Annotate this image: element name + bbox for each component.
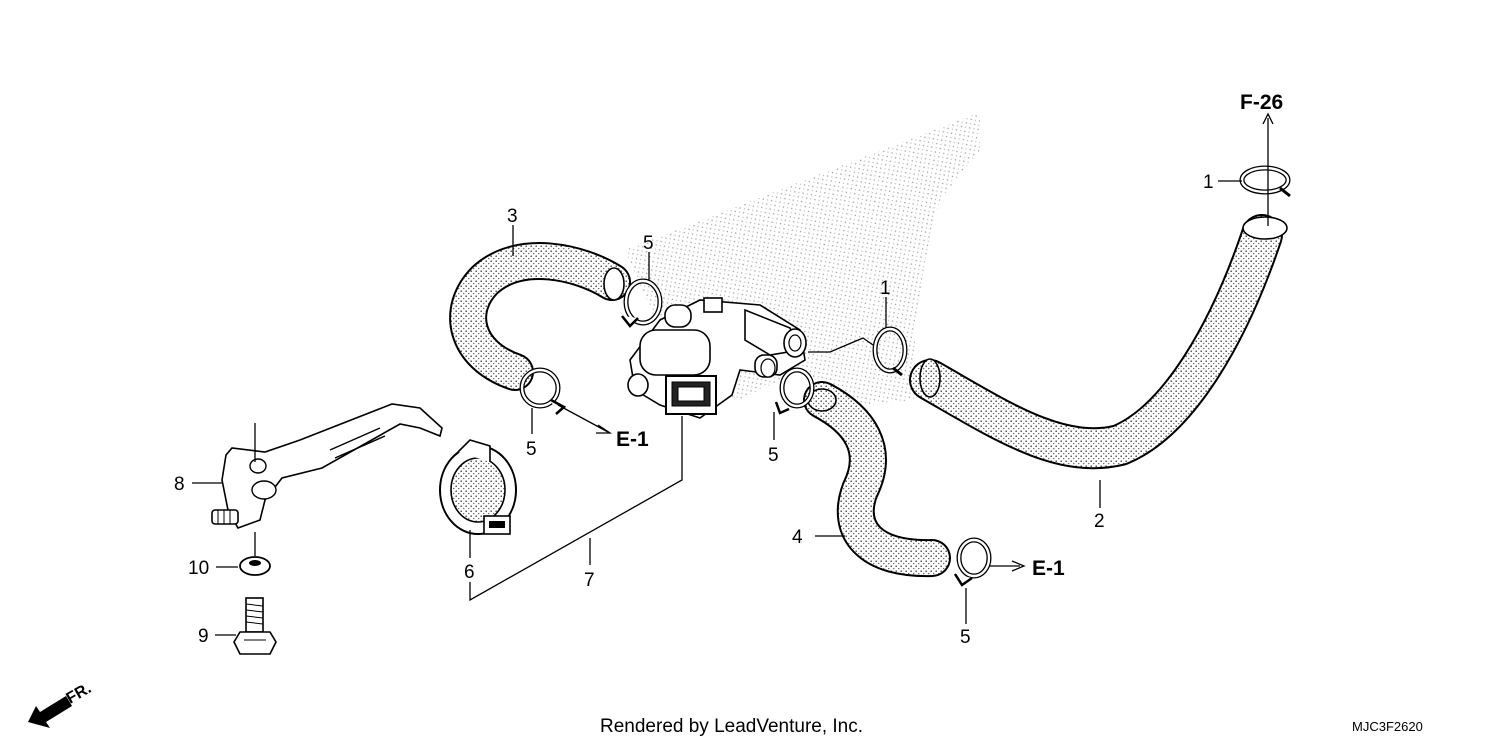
callout-1-mid: 1 [880,278,891,299]
callout-9: 9 [198,626,209,647]
callout-8: 8 [174,474,185,495]
front-direction-arrow: FR. [28,680,94,728]
clamp-5-top [621,278,663,328]
footer-credit: Rendered by LeadVenture, Inc. [600,716,863,737]
callout-7: 7 [584,570,595,591]
ref-f26[interactable]: F-26 [1240,91,1283,114]
washer-10 [239,556,271,576]
callout-4: 4 [792,527,803,548]
rubber-mount-6 [439,439,517,535]
callout-5-left: 5 [526,439,537,460]
callout-5-top: 5 [643,233,654,254]
clamp-5-left [519,367,567,415]
hose-2 [909,214,1288,470]
callout-5-bottom: 5 [960,627,971,648]
callout-1-top: 1 [1203,172,1214,193]
callout-2: 2 [1094,511,1105,532]
callout-3: 3 [507,206,518,227]
clamp-1-mid [872,326,908,377]
hose-3 [449,242,631,391]
clamp-1-top [1239,165,1291,198]
diagram-code: MJC3F2620 [1352,719,1423,734]
bracket-8 [211,403,443,529]
leader-lines [192,112,1274,636]
callout-10: 10 [188,558,209,579]
clamp-5-mid [774,367,815,415]
hose-4 [803,381,951,578]
bolt-9 [233,597,277,655]
clamp-5-bottom [953,537,992,587]
callout-6: 6 [464,562,475,583]
ref-e1-right[interactable]: E-1 [1032,557,1065,580]
air-injection-valve [627,297,807,419]
callout-5-mid: 5 [768,445,779,466]
ref-e1-left[interactable]: E-1 [616,428,649,451]
